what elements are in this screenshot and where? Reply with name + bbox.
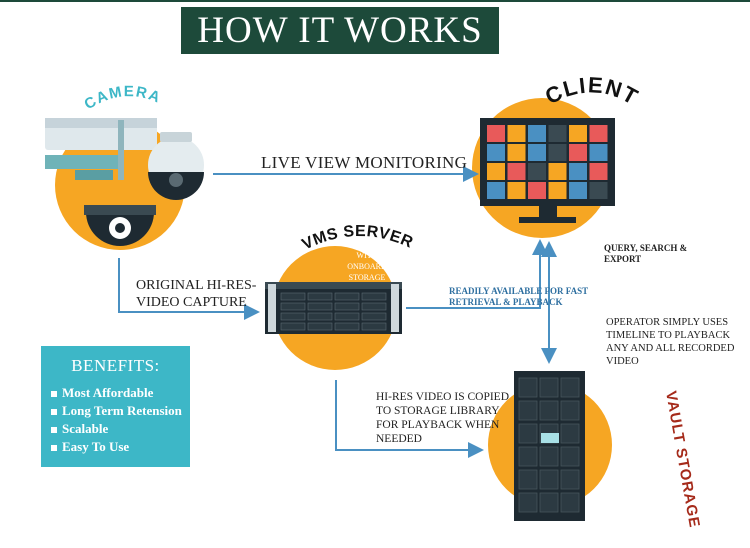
arrow-cameras-to-vms bbox=[118, 258, 260, 320]
query-export-label: QUERY, SEARCH & EXPORT bbox=[604, 243, 688, 264]
drive-bay bbox=[334, 322, 360, 331]
vault-storage-label: VAULT STORAGE bbox=[662, 390, 703, 530]
vault-bay bbox=[518, 423, 538, 444]
monitor-tile bbox=[589, 125, 608, 142]
bullet-icon bbox=[51, 445, 57, 452]
cameras-icon bbox=[45, 118, 204, 246]
client-monitor-icon bbox=[480, 118, 615, 223]
vault-storage-icon bbox=[514, 371, 585, 521]
vault-bay bbox=[518, 400, 538, 421]
monitor-tile bbox=[589, 163, 608, 180]
monitor-tile bbox=[507, 125, 526, 142]
monitor-tile bbox=[548, 182, 567, 199]
top-border-line bbox=[0, 0, 750, 2]
vms-onboard-note: WITH ONBOARD STORAGE bbox=[347, 251, 387, 282]
benefit-item: Long Term Retension bbox=[51, 402, 190, 420]
monitor-tile bbox=[569, 144, 587, 161]
monitor-tile bbox=[507, 182, 526, 199]
vault-bay bbox=[560, 446, 580, 467]
drive-bay bbox=[361, 302, 387, 311]
original-capture-label: ORIGINAL HI-RES-VIDEO CAPTURE bbox=[136, 278, 257, 310]
monitor-tile bbox=[528, 144, 546, 161]
vault-bay bbox=[518, 377, 538, 398]
arrow-vms-to-vault bbox=[335, 380, 484, 458]
vault-bay bbox=[539, 446, 559, 467]
vault-bay bbox=[560, 492, 580, 513]
drive-bay bbox=[307, 322, 333, 331]
bullet-icon bbox=[51, 391, 57, 398]
drive-bay bbox=[280, 292, 306, 301]
drive-bay bbox=[361, 312, 387, 321]
vault-bay bbox=[539, 377, 559, 398]
drive-bay bbox=[280, 322, 306, 331]
drive-bay bbox=[307, 312, 333, 321]
monitor-tile bbox=[487, 125, 505, 142]
bullet-icon bbox=[51, 409, 57, 416]
live-view-label: LIVE VIEW MONITORING bbox=[261, 153, 468, 172]
monitor-tile bbox=[589, 182, 608, 199]
monitor-tile bbox=[507, 163, 526, 180]
benefit-item: Scalable bbox=[51, 420, 190, 438]
drive-bay bbox=[307, 302, 333, 311]
vault-bay bbox=[539, 492, 559, 513]
monitor-tile bbox=[487, 144, 505, 161]
readily-available-label: READILY AVAILABLE FOR FAST RETRIEVAL & P… bbox=[449, 286, 588, 307]
vault-bay bbox=[560, 469, 580, 490]
vault-bay bbox=[518, 492, 538, 513]
drive-bay bbox=[334, 302, 360, 311]
monitor-tile bbox=[487, 182, 505, 199]
monitor-tile bbox=[528, 182, 546, 199]
benefits-panel: BENEFITS: Most Affordable Long Term Rete… bbox=[41, 346, 190, 467]
vault-bay bbox=[539, 469, 559, 490]
page-title: HOW IT WORKS bbox=[181, 7, 499, 54]
monitor-tile bbox=[548, 125, 567, 142]
monitor-tile bbox=[528, 125, 546, 142]
drive-bay bbox=[280, 302, 306, 311]
drive-bay bbox=[361, 322, 387, 331]
vault-bay bbox=[539, 400, 559, 421]
monitor-tile bbox=[569, 163, 587, 180]
client-label: CLIENT bbox=[541, 72, 643, 110]
vault-bay bbox=[518, 446, 538, 467]
monitor-tile bbox=[507, 144, 526, 161]
monitor-tile bbox=[487, 163, 505, 180]
monitor-tile bbox=[528, 163, 546, 180]
benefits-title: BENEFITS: bbox=[71, 356, 160, 375]
bullet-icon bbox=[51, 427, 57, 434]
benefits-list: Most Affordable Long Term Retension Scal… bbox=[51, 384, 190, 456]
arrow-vms-to-client bbox=[406, 239, 548, 309]
drive-bay bbox=[334, 292, 360, 301]
benefit-item: Most Affordable bbox=[51, 384, 190, 402]
vault-bay bbox=[518, 469, 538, 490]
vault-bay bbox=[560, 423, 580, 444]
operator-playback-label: OPERATOR SIMPLY USES TIMELINE TO PLAYBAC… bbox=[606, 317, 735, 367]
drive-bay bbox=[361, 292, 387, 301]
drive-bay bbox=[280, 312, 306, 321]
copied-storage-label: HI-RES VIDEO IS COPIED TO STORAGE LIBRAR… bbox=[376, 391, 509, 445]
vault-bay bbox=[560, 400, 580, 421]
monitor-tile bbox=[548, 163, 567, 180]
benefit-item: Easy To Use bbox=[51, 438, 190, 456]
vault-bay bbox=[560, 377, 580, 398]
monitor-tile bbox=[569, 125, 587, 142]
drive-bay bbox=[334, 312, 360, 321]
drive-bay bbox=[307, 292, 333, 301]
monitor-tile bbox=[569, 182, 587, 199]
vms-server-icon bbox=[265, 282, 402, 334]
monitor-tile bbox=[589, 144, 608, 161]
monitor-tile bbox=[548, 144, 567, 161]
cameras-label: CAMERAS bbox=[0, 0, 164, 113]
